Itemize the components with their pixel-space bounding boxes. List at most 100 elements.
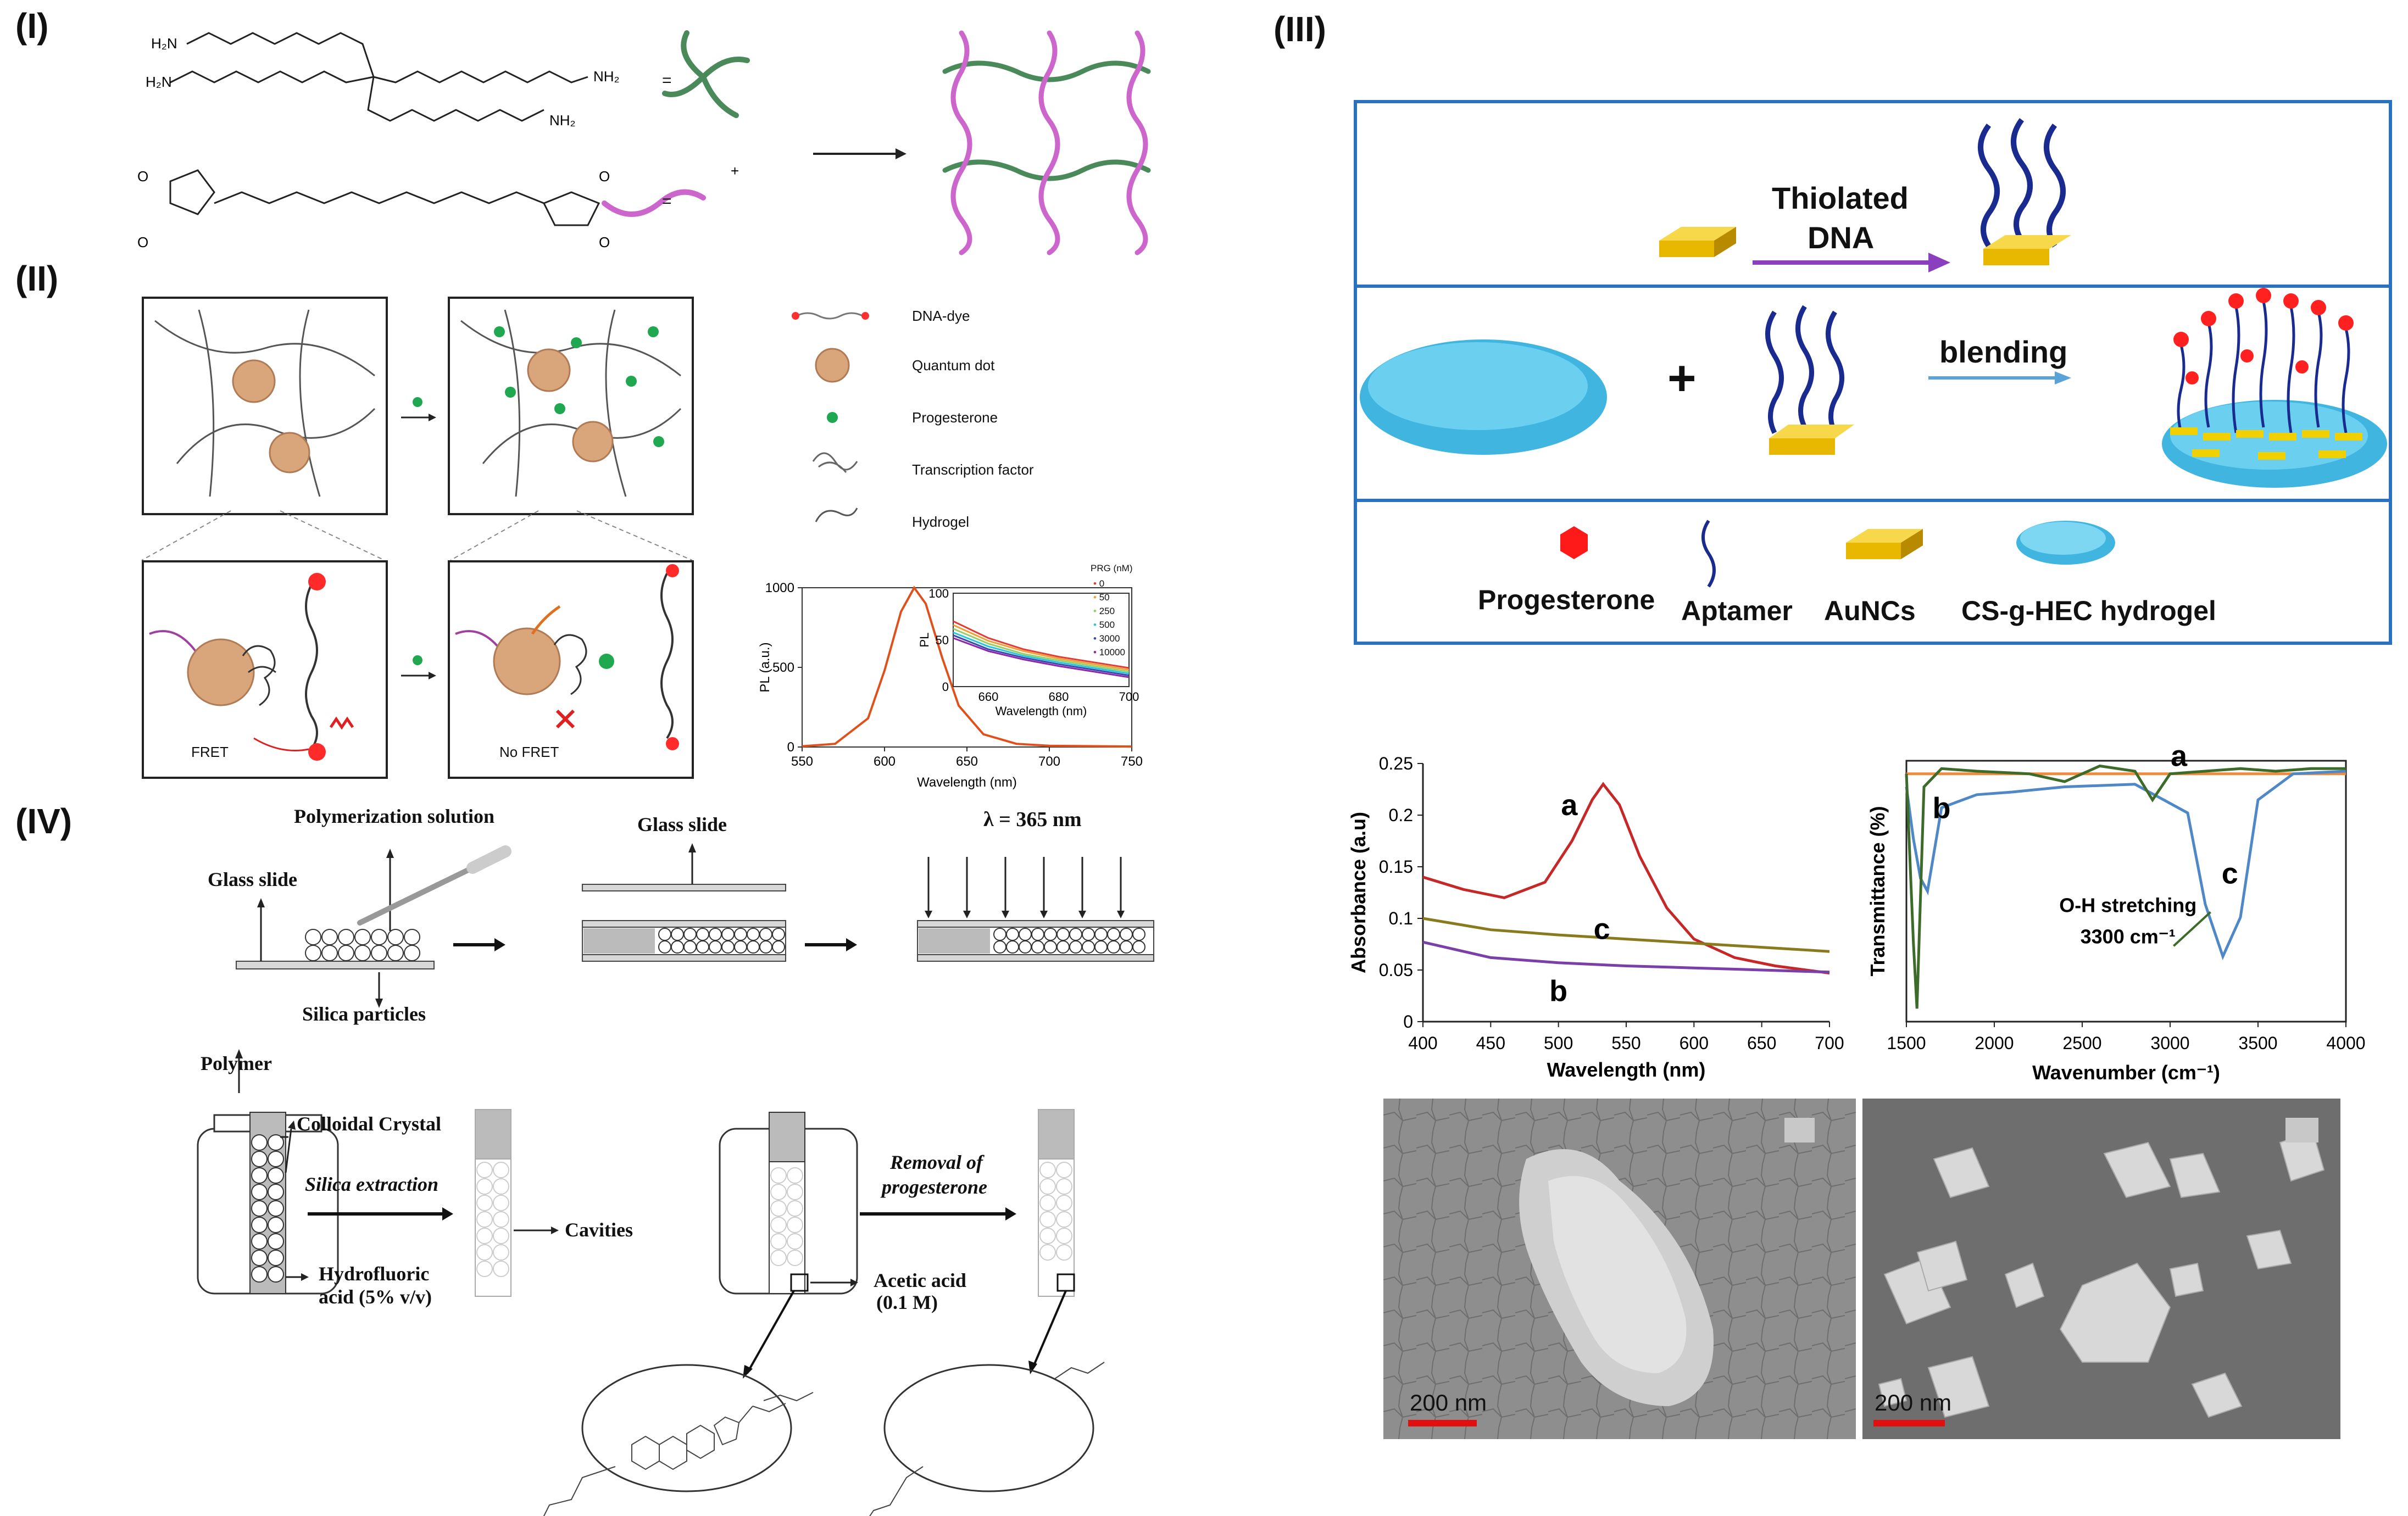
hydrogel-icon <box>815 508 858 522</box>
no-fret-label: No FRET <box>499 744 559 760</box>
legend-hydrogel-3: CS-g-HEC hydrogel <box>1961 595 2216 626</box>
removal-label-1: Removal of <box>890 1151 983 1173</box>
uv-curve-label-a: a <box>1561 789 1578 822</box>
silica-particles-label: Silica particles <box>302 1003 426 1025</box>
panel-label-4: (IV) <box>15 801 73 841</box>
x-tick-label: 550 <box>791 754 813 769</box>
scale-label-2: 200 nm <box>1875 1390 1952 1415</box>
dna-dye-icon <box>796 312 863 320</box>
inset-series-3000 <box>953 634 1130 677</box>
hydrogel-after-drawing <box>460 309 682 497</box>
dye-icon <box>308 743 326 761</box>
zoom-lines <box>141 510 693 561</box>
plus-sign-3: + <box>1667 351 1697 406</box>
uv-series-a <box>1422 782 1830 975</box>
empty-cavity <box>883 1364 1094 1492</box>
panel-3-drawing <box>1360 118 2387 588</box>
glass-slide-label-2: Glass slide <box>637 813 727 835</box>
inset-legend-item: • 3000 <box>1093 633 1120 644</box>
uv-curve-label-b: b <box>1549 974 1567 1007</box>
hydrogel-before-drawing <box>154 309 376 497</box>
quantum-dot-icon <box>527 348 571 392</box>
no-fret-drawing <box>455 564 679 750</box>
inset-series-50 <box>953 624 1130 671</box>
transcription-factor-icon <box>242 645 276 706</box>
y-tick-label: 0 <box>1403 1012 1413 1032</box>
inset-legend-item: • 250 <box>1093 606 1115 616</box>
y-tick-label: 0.25 <box>1379 754 1413 773</box>
y-tick-label: 0 <box>787 740 794 755</box>
equals-sign-2: = <box>662 192 672 210</box>
x-tick-label: 400 <box>1408 1033 1437 1053</box>
ftir-curve-label-a: a <box>2171 740 2188 773</box>
y-tick-label: 500 <box>772 660 794 675</box>
legend-hydrogel: Hydrogel <box>912 514 970 530</box>
y-axis-label: Absorbance (a.u) <box>1347 812 1370 973</box>
x-axis-label: Wavelength (nm) <box>917 775 1017 790</box>
progesterone-icon <box>827 412 838 423</box>
sem-image-2: 200 nm <box>1862 1099 2340 1439</box>
silica-extraction-label: Silica extraction <box>305 1173 438 1195</box>
o-label-4: O <box>599 234 610 250</box>
quantum-dot-icon <box>232 359 276 403</box>
sem-image-2-drawing <box>1862 1099 2340 1439</box>
inset-series-250 <box>953 628 1130 673</box>
quantum-dot-icon <box>493 627 561 695</box>
transcription-factor-icon <box>812 452 858 473</box>
inset-series-10000 <box>953 637 1130 678</box>
ftir-annotation-arrow <box>2173 911 2211 947</box>
legend-quantum-dot: Quantum dot <box>912 357 995 374</box>
panel-4-drawing <box>197 843 1154 1516</box>
acetic-acid-label-1: Acetic acid <box>874 1269 966 1291</box>
hydrogel-before-box <box>142 297 388 515</box>
x-axis-label: Wavenumber (cm⁻¹) <box>2032 1061 2220 1084</box>
inset-legend-item: • 10000 <box>1093 647 1125 657</box>
legend-transcription-factor: Transcription factor <box>912 461 1034 478</box>
thiolated-dna-icon <box>1978 118 2071 265</box>
x-axis-label: Wavelength (nm) <box>1547 1058 1706 1081</box>
nh2-label-3: NH₂ <box>593 68 620 85</box>
dye-icon <box>308 573 326 590</box>
inset-x-tick-label: 680 <box>1049 690 1069 704</box>
dna-aunc-icon <box>1765 305 1854 455</box>
x-tick-label: 600 <box>1680 1033 1709 1053</box>
dna-strand <box>660 573 674 739</box>
ftir-series-c <box>1905 764 2346 1009</box>
blending-label: blending <box>1939 335 2068 369</box>
hydrogel-network-icon <box>942 30 1151 255</box>
inset-legend-title: PRG (nM) <box>1091 563 1133 573</box>
sem-image-1-drawing <box>1383 1099 1856 1439</box>
x-tick-label: 2000 <box>1975 1033 2014 1053</box>
inset-x-tick-label: 660 <box>978 690 999 704</box>
ftir-curve-label-c: c <box>2222 857 2238 890</box>
dna-strand <box>305 584 318 750</box>
panel-1-scheme: H₂N H₂N NH₂ NH₂ O O O O + <box>137 16 1181 258</box>
o-label-2: O <box>137 234 148 250</box>
arrow-progesterone-1 <box>401 397 436 421</box>
x-tick-label: 2500 <box>2062 1033 2101 1053</box>
pipette-icon <box>357 865 475 926</box>
quantum-dot-icon <box>815 348 850 383</box>
glass-slide-label-1: Glass slide <box>208 868 298 890</box>
y-tick-label: 0.15 <box>1379 857 1413 877</box>
colloidal-crystal-label: Colloidal Crystal <box>297 1113 442 1135</box>
arrow-progesterone-2 <box>401 655 436 679</box>
uv-arrows <box>927 857 1122 912</box>
progesterone-dots <box>494 326 664 447</box>
inset-legend-item: • 50 <box>1093 592 1110 603</box>
dna-label: DNA <box>1808 220 1875 255</box>
panel-1-drawing: H₂N H₂N NH₂ NH₂ O O O O + <box>137 30 1151 255</box>
legend-progesterone: Progesterone <box>912 409 998 426</box>
inset-legend-item: • 500 <box>1093 620 1115 630</box>
legend-auncs: AuNCs <box>1824 595 1916 626</box>
lambda-label: λ = 365 nm <box>983 808 1082 831</box>
imprinted-cavity <box>581 1364 792 1492</box>
inset-legend-item: • 0 <box>1093 578 1105 589</box>
uv-curve-label-c: c <box>1594 913 1610 946</box>
inset-y-tick-label: 100 <box>928 587 949 600</box>
hydrofluoric-label-2: acid (5% v/v) <box>319 1286 432 1308</box>
nh2-label-4: NH₂ <box>549 112 576 129</box>
transcription-factor-icon <box>553 634 587 695</box>
inset-x-tick-label: 700 <box>1119 690 1139 704</box>
